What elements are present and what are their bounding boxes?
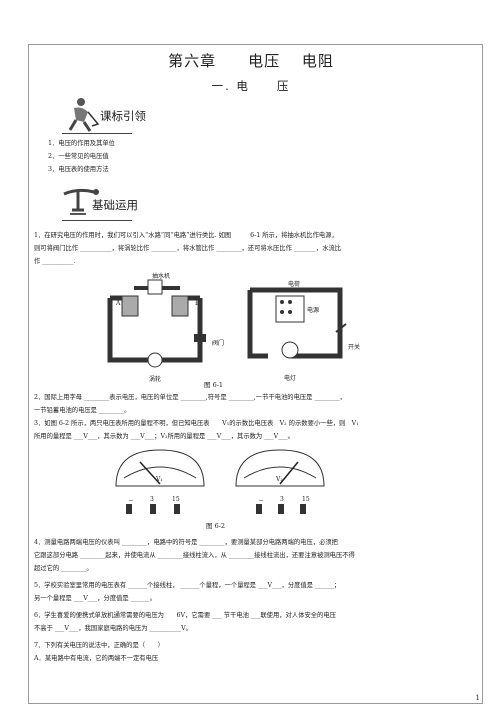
b-label: B <box>195 300 200 307</box>
intro-item-2: 2．一些常见的电压值 <box>48 153 109 160</box>
basics-heading: 基础运用 <box>92 198 138 212</box>
q3-line-1: 3．如图 6-2 所示，两只电压表所用的量程不明，但已知电压表 V₁的示数比电压… <box>34 420 359 427</box>
q1-line-3: 作 __________. <box>34 258 76 265</box>
intro-item-3: 3．电压表的使用方法 <box>48 166 109 173</box>
terminal-1-neg: － <box>128 498 135 505</box>
intro-divider <box>62 133 132 134</box>
terminal-1-3: 3 <box>150 496 154 503</box>
page-number: 1 <box>475 694 480 702</box>
turbine-label: 涡轮 <box>149 376 162 383</box>
hockey-player-icon <box>68 98 100 132</box>
switch-label: 开关 <box>348 344 361 351</box>
q2-line-2: 一节铅蓄电池的电压是 ________。 <box>34 407 131 414</box>
meter-2-label: V₂ <box>276 476 283 483</box>
q4-line-3: 超过它的 ________。 <box>34 565 93 572</box>
figure-6-1 <box>107 279 347 368</box>
q1-line-1: 1．在研究电压的作用时，我们可以引入“水路”同“电路”进行类比. 如图 6-1 … <box>34 232 338 239</box>
q7-option-a: A．某电路中有电流，它的两端不一定有电压 <box>34 655 159 662</box>
pump-label: 抽水机 <box>152 273 171 280</box>
lamp-label: 电灯 <box>284 375 297 382</box>
q5-line-1: 5．学校实验室里常用的电压表有 ______个接线柱， ______个量程，一个… <box>34 582 341 589</box>
q1-line-2: 则可将阀门比作 __________，将涡轮比作 ________，将水管比作 … <box>34 245 342 252</box>
charge-label: 电荷 <box>288 281 301 288</box>
q3-line-2: 所用的量程是 ___V___，其示数为 ___V___；V₂所用的量程是 ___… <box>34 433 294 440</box>
figure-6-1-caption: 图 6-1 <box>204 381 224 389</box>
terminal-2-3: 3 <box>280 496 284 503</box>
chapter-title: 第六章 电压 电阻 <box>168 52 334 70</box>
q5-line-2: 另一个量程是 ___V___，分度值是 ______。 <box>34 595 156 602</box>
meter-1-label: V₁ <box>156 476 163 483</box>
a-label: A <box>116 300 121 307</box>
q4-line-2: 它跟这部分电路 ________起来，并使电流从 ________接线柱流入，从… <box>34 552 355 559</box>
gymnast-icon <box>63 188 99 215</box>
q7-line-1: 7．下列有关电压的说法中，正确的是（ ） <box>34 642 164 649</box>
q2-line-1: 2．国际上用字母 ________表示电压，电压的单位是 ________,符号… <box>34 394 346 401</box>
terminal-1-15: 15 <box>172 496 180 503</box>
basics-divider <box>62 220 132 221</box>
figure-6-2-caption: 图 6-2 <box>206 522 226 530</box>
terminal-2-15: 15 <box>302 496 310 503</box>
valve-label: 阀门 <box>212 340 225 347</box>
intro-heading: 课标引领 <box>100 109 146 123</box>
figure-6-2 <box>115 449 325 514</box>
q4-line-1: 4．测量电路两端电压的仪表叫 ________，电路中的符号是 ________… <box>34 539 338 546</box>
source-label: 电源 <box>307 307 320 314</box>
page-frame <box>28 44 483 704</box>
terminal-2-neg: － <box>258 498 265 505</box>
section-title: 一. 电 压 <box>211 79 291 93</box>
q6-line-2: 不高于 ___V___，我国家庭电路的电压为 __________V。 <box>34 625 192 632</box>
q6-line-1: 6．学生喜爱的便携式单放机通常需要的电压为 6V，它需要 ___ 节干电池 __… <box>34 612 336 619</box>
intro-item-1: 1．电压的作用及其单位 <box>48 140 115 147</box>
